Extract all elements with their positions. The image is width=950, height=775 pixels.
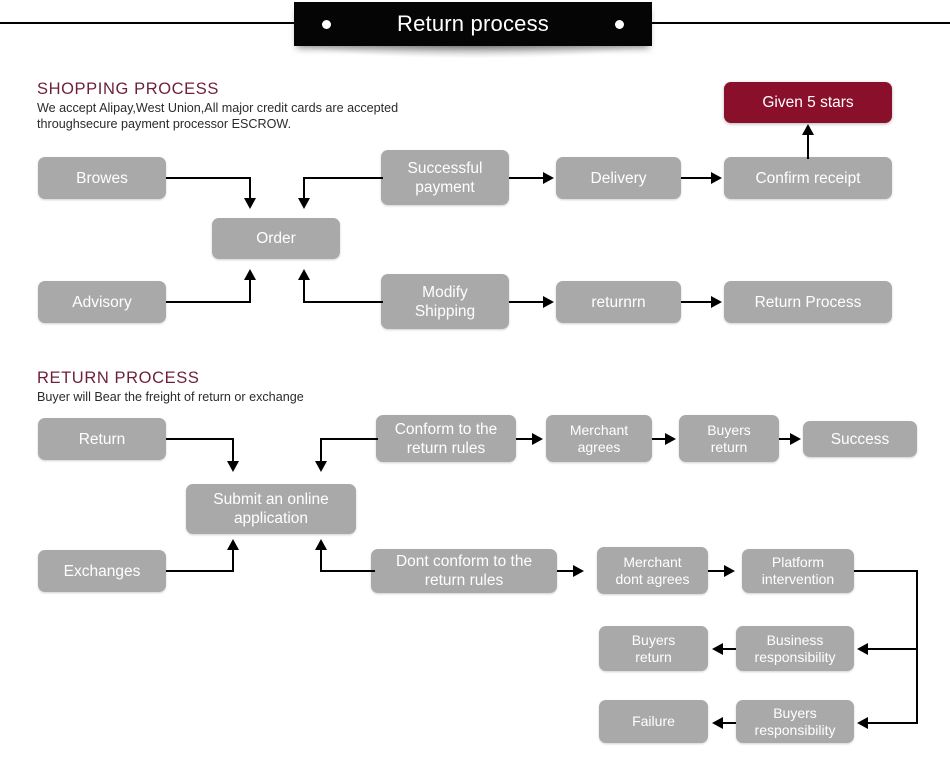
connector-delivery-confirm (681, 177, 713, 179)
connector-conform-left (320, 438, 378, 440)
node-failure[interactable]: Failure (599, 700, 708, 743)
arrow-right-merchantdont-platform (724, 565, 735, 577)
node-exchanges[interactable]: Exchanges (38, 550, 166, 592)
connector-return-right (166, 438, 234, 440)
connector-payment-down (303, 177, 305, 200)
shopping-process-heading: SHOPPING PROCESS (37, 80, 219, 98)
arrow-left-bus-business (857, 643, 868, 655)
connector-returnrn-returnprocess (681, 301, 713, 303)
connector-modify-left (303, 301, 383, 303)
connector-bus-business (866, 648, 918, 650)
node-buyers-return-top[interactable]: Buyers return (679, 415, 779, 462)
connector-business-buyersreturn (722, 648, 736, 650)
node-return[interactable]: Return (38, 418, 166, 460)
node-platform-intervention[interactable]: Platform intervention (742, 549, 854, 593)
connector-exchanges-up (232, 549, 234, 572)
connector-return-down (232, 438, 234, 463)
node-given-5-stars[interactable]: Given 5 stars (724, 82, 892, 123)
arrow-right-modify-returnrn (543, 296, 554, 308)
connector-conform-down (320, 438, 322, 463)
node-buyers-responsibility[interactable]: Buyers responsibility (736, 700, 854, 743)
connector-buyersreturn-success (779, 438, 792, 440)
connector-browes-down (249, 177, 251, 200)
connector-advisory-up (249, 279, 251, 303)
arrow-up-to-submit-left (227, 539, 239, 550)
connector-dontconform-left (320, 570, 375, 572)
arrow-left-business-buyersreturn (712, 643, 723, 655)
node-submit-application[interactable]: Submit an online application (186, 484, 356, 534)
node-conform-rules[interactable]: Conform to the return rules (376, 415, 516, 462)
connector-payment-left (303, 177, 383, 179)
connector-merchant-buyersreturn (652, 438, 668, 440)
connector-advisory-right (166, 301, 251, 303)
bullet-dot-icon (615, 20, 624, 29)
connector-conform-merchant (516, 438, 534, 440)
node-delivery[interactable]: Delivery (556, 157, 681, 199)
arrow-up-to-order-left (244, 269, 256, 280)
connector-exchanges-right (166, 570, 234, 572)
node-returnrn[interactable]: returnrn (556, 281, 681, 323)
connector-bus-buyersresp (866, 722, 918, 724)
connector-modify-up (303, 279, 305, 303)
node-merchant-dont-agrees[interactable]: Merchant dont agrees (597, 547, 708, 594)
connector-buyersresp-failure (722, 722, 736, 724)
connector-dontconform-up (320, 549, 322, 572)
arrow-up-confirm-stars (802, 124, 814, 135)
connector-browes-right (166, 177, 251, 179)
connector-modify-returnrn (509, 301, 546, 303)
return-process-subtitle: Buyer will Bear the freight of return or… (37, 390, 304, 404)
arrow-down-to-order-right (298, 198, 310, 209)
node-success[interactable]: Success (803, 421, 917, 457)
connector-bus-vertical (916, 570, 918, 724)
node-merchant-agrees[interactable]: Merchant agrees (546, 415, 652, 462)
arrow-left-buyersresp-failure (712, 717, 723, 729)
arrow-right-delivery-confirm (711, 172, 722, 184)
arrow-up-to-submit-right (315, 539, 327, 550)
node-dont-conform-rules[interactable]: Dont conform to the return rules (371, 549, 557, 593)
node-browes[interactable]: Browes (38, 157, 166, 199)
arrow-up-to-order-right (298, 269, 310, 280)
arrow-right-merchant-buyersreturn (665, 433, 676, 445)
banner-drop-shadow (300, 44, 646, 58)
node-advisory[interactable]: Advisory (38, 281, 166, 323)
page-title: Return process (397, 11, 549, 36)
node-return-process[interactable]: Return Process (724, 281, 892, 323)
node-successful-payment[interactable]: Successful payment (381, 150, 509, 205)
header-banner: Return process (294, 2, 652, 46)
arrow-left-bus-buyersresp (857, 717, 868, 729)
arrow-down-to-submit-right (315, 461, 327, 472)
arrow-down-to-submit-left (227, 461, 239, 472)
node-confirm-receipt[interactable]: Confirm receipt (724, 157, 892, 199)
arrow-right-returnrn-returnprocess (711, 296, 722, 308)
connector-merchantdont-platform (708, 570, 725, 572)
return-process-heading: RETURN PROCESS (37, 369, 200, 387)
arrow-right-payment-delivery (543, 172, 554, 184)
node-modify-shipping[interactable]: Modify Shipping (381, 274, 509, 329)
bullet-dot-icon (322, 20, 331, 29)
arrow-right-dontconform-merchantdont (573, 565, 584, 577)
node-buyers-return-mid[interactable]: Buyers return (599, 626, 708, 671)
connector-payment-delivery (509, 177, 546, 179)
node-business-responsibility[interactable]: Business responsibility (736, 626, 854, 671)
arrow-right-conform-merchant (532, 433, 543, 445)
connector-platform-busright (854, 570, 918, 572)
arrow-right-buyersreturn-success (790, 433, 801, 445)
connector-dontconform-merchantdont (557, 570, 574, 572)
node-order[interactable]: Order (212, 218, 340, 259)
connector-confirm-stars (807, 129, 809, 159)
shopping-process-subtitle: We accept Alipay,West Union,All major cr… (37, 101, 399, 131)
arrow-down-to-order-left (244, 198, 256, 209)
